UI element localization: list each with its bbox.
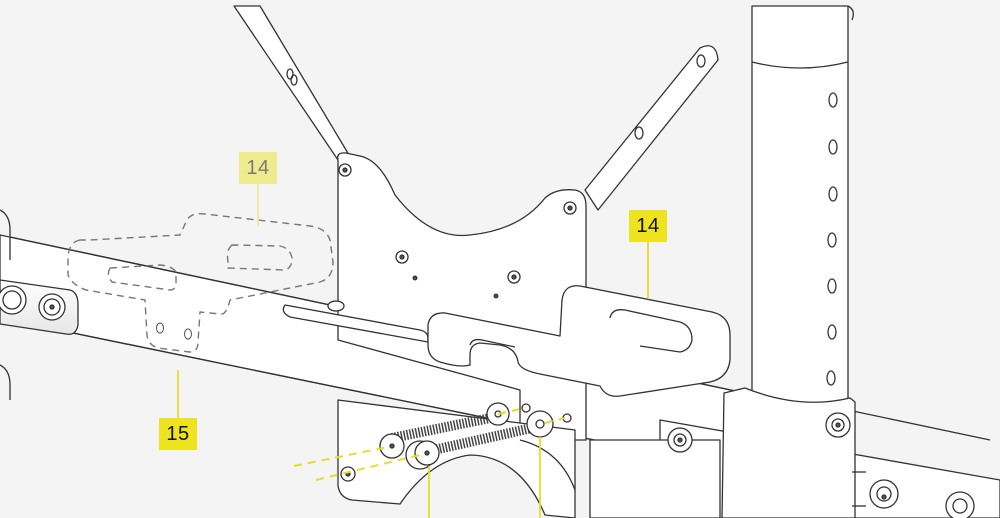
post-collar bbox=[721, 387, 856, 518]
callout-14-ghost: 14 bbox=[239, 152, 277, 184]
leader-lines bbox=[177, 184, 649, 518]
ghost-holes bbox=[156, 322, 192, 340]
left-arm bbox=[233, 5, 353, 161]
right-arm bbox=[584, 45, 719, 211]
right-bolts bbox=[667, 427, 975, 518]
alignment-lines bbox=[293, 408, 566, 481]
upright-post bbox=[751, 5, 854, 407]
bracket-14 bbox=[427, 285, 731, 397]
bracket-14-ghost bbox=[67, 212, 334, 353]
left-rail bbox=[0, 209, 79, 400]
callout-15: 15 bbox=[159, 418, 197, 450]
callout-14: 14 bbox=[629, 210, 667, 242]
